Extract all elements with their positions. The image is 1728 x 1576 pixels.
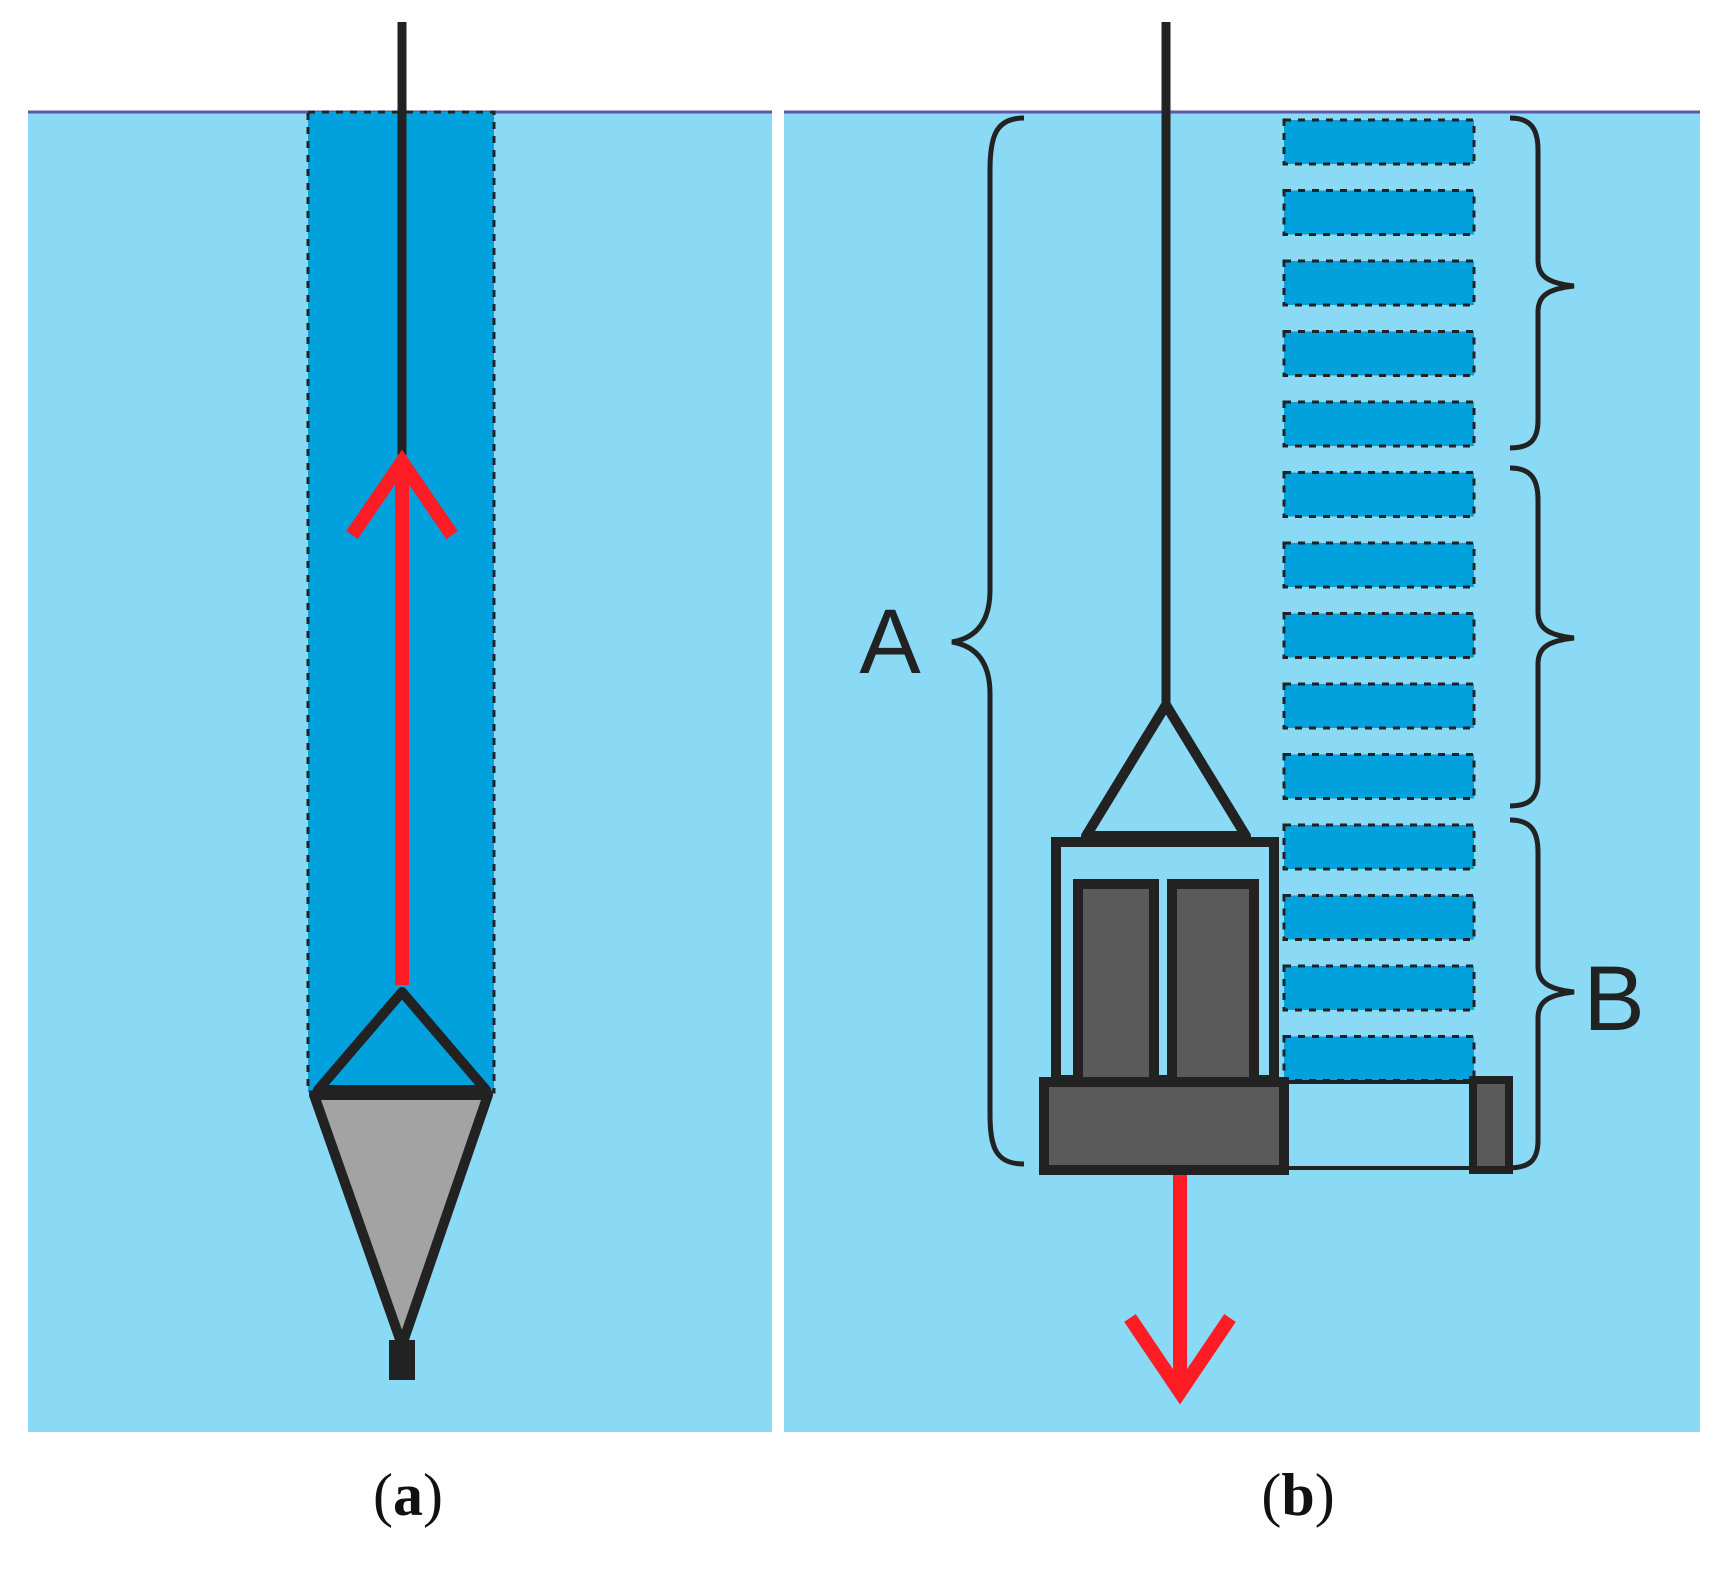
sampled-layer — [1282, 400, 1476, 448]
panel-b-sampler-bottle-left — [1073, 879, 1159, 1087]
label-b: B — [1583, 948, 1644, 1050]
caption-a-close: ) — [423, 1462, 443, 1528]
sampled-layer — [1282, 612, 1476, 659]
panel-b-sampler-bottle-right — [1167, 879, 1259, 1087]
panel-a — [28, 22, 772, 1432]
caption-b: (b) — [1198, 1465, 1398, 1525]
panel-b-brace-b — [1507, 817, 1575, 1171]
panel-a-sampler-cone — [309, 1090, 493, 1350]
panel-b: A B — [784, 22, 1700, 1432]
panel-b-sampler-probe — [1469, 1076, 1513, 1174]
caption-b-letter: b — [1281, 1462, 1315, 1528]
sampled-layer — [1282, 823, 1476, 871]
sampled-layer — [1282, 753, 1476, 800]
panel-b-sampler-bridle — [1081, 700, 1251, 841]
caption-a: (a) — [308, 1465, 508, 1525]
caption-a-letter: a — [393, 1462, 423, 1528]
panel-b-brace-middle — [1509, 465, 1575, 809]
panel-a-upward-arrow — [346, 449, 458, 985]
panel-b-brace-a — [951, 115, 1025, 1167]
sampled-layer — [1282, 964, 1476, 1012]
panel-divider — [772, 100, 784, 1440]
caption-b-close: ) — [1314, 1462, 1335, 1528]
sampled-layer — [1282, 118, 1476, 166]
sampled-layer — [1282, 330, 1476, 377]
sampled-layer — [1282, 259, 1476, 307]
sampled-layer — [1282, 682, 1476, 730]
panel-b-downward-arrow — [1124, 1175, 1236, 1405]
sampled-layer — [1282, 894, 1476, 941]
caption-b-open: ( — [1261, 1462, 1282, 1528]
panel-b-brace-upper — [1509, 115, 1575, 451]
panel-a-sampler-tip — [389, 1340, 415, 1380]
caption-a-open: ( — [373, 1462, 393, 1528]
sampled-layer — [1282, 189, 1476, 236]
panel-b-water — [784, 112, 1700, 1432]
sampled-layer — [1282, 1035, 1476, 1082]
sampled-layer — [1282, 541, 1476, 589]
sampled-layer — [1282, 471, 1476, 518]
label-a: A — [859, 591, 921, 693]
panel-b-sampled-layers — [1282, 118, 1476, 1082]
panel-b-sampler-base — [1039, 1077, 1289, 1175]
